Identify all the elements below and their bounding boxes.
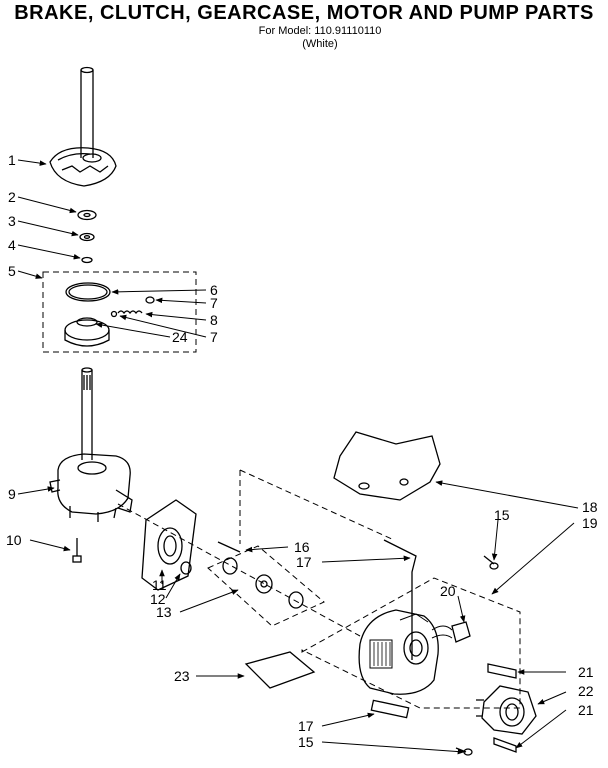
callout-13: 13	[156, 604, 172, 620]
part-8-spring	[117, 310, 143, 315]
part-20-connector	[431, 621, 471, 643]
callout-8: 8	[210, 312, 218, 328]
callout-15-upper: 15	[494, 507, 510, 523]
splined-shaft	[81, 367, 93, 460]
part-16-bracket	[217, 541, 241, 553]
callout-15-lower: 15	[298, 734, 314, 750]
callout-16: 16	[294, 539, 310, 555]
top-shaft	[80, 66, 94, 158]
part-9-gearcase	[49, 453, 133, 522]
callout-19: 19	[582, 515, 598, 531]
part-23-pad	[244, 651, 316, 689]
callout-24: 24	[172, 329, 188, 345]
callout-10: 10	[6, 532, 22, 548]
callout-23: 23	[174, 668, 190, 684]
part-12-plug	[180, 561, 192, 575]
part-1-brake-cam	[49, 147, 117, 187]
part-7-bushing	[145, 296, 155, 304]
part-24-clutch-drum	[64, 317, 110, 347]
part-3-washer	[79, 232, 95, 242]
coupling-parts	[222, 557, 304, 609]
part-6-clutch-spring	[65, 282, 111, 302]
color-label: (White)	[302, 38, 338, 50]
callout-3: 3	[8, 213, 16, 229]
callout-12: 12	[150, 591, 166, 607]
part-2-washer	[77, 209, 97, 221]
callout-21-lower: 21	[578, 702, 594, 718]
callout-9: 9	[8, 486, 16, 502]
callout-5: 5	[8, 263, 16, 279]
part-18-motor-shield	[333, 431, 441, 501]
callout-17-upper: 17	[296, 554, 312, 570]
callout-2: 2	[8, 189, 16, 205]
part-21-clip-upper	[487, 663, 517, 679]
part-17-bracket-lower	[370, 699, 410, 719]
part-15-screw-upper	[483, 555, 499, 570]
callout-21-upper: 21	[578, 664, 594, 680]
callout-18: 18	[582, 499, 598, 515]
callout-1: 1	[8, 152, 16, 168]
part-11-pump-cover	[141, 499, 197, 591]
motor	[358, 609, 439, 695]
callout-20: 20	[440, 583, 456, 599]
callout-4: 4	[8, 237, 16, 253]
part-13-coupling-kit-box	[207, 545, 325, 627]
part-22-pump	[476, 685, 537, 735]
part-4-ring	[81, 256, 93, 264]
callout-7-upper: 7	[210, 295, 218, 311]
part-5-clutch-kit-box	[42, 271, 197, 353]
callout-22: 22	[578, 683, 594, 699]
model-number-label: For Model: 110.91110110	[258, 25, 382, 37]
callout-7-lower: 7	[210, 329, 218, 345]
part-19-motor-mount-box	[301, 577, 521, 709]
part-10-bolt	[72, 538, 82, 563]
callout-11: 11	[152, 577, 167, 593]
callout-17-lower: 17	[298, 718, 314, 734]
callout-6: 6	[210, 282, 218, 298]
part-21-clip-lower	[493, 737, 517, 753]
page-title: BRAKE, CLUTCH, GEARCASE, MOTOR AND PUMP …	[14, 2, 594, 24]
